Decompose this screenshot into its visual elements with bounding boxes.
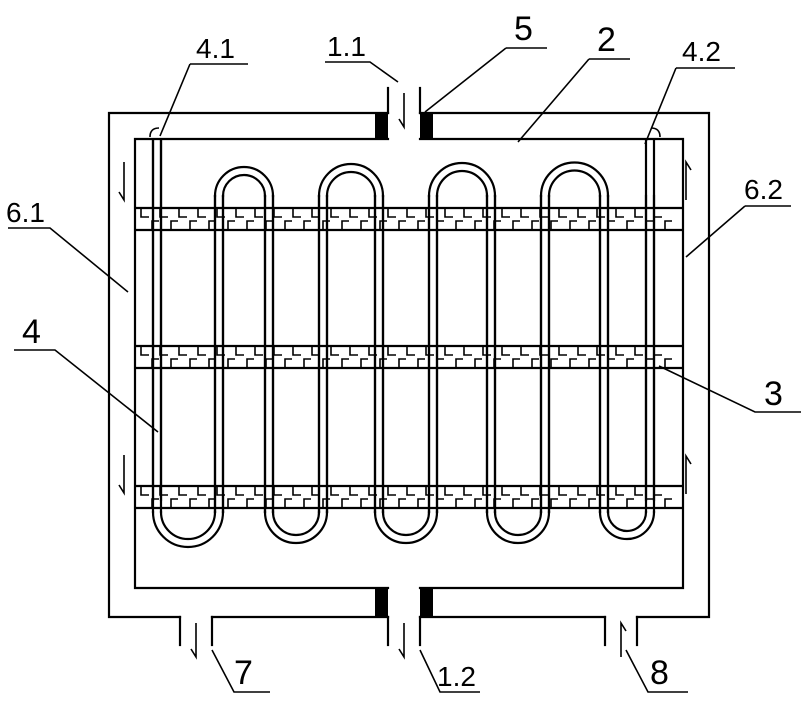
fin-plates xyxy=(135,206,683,510)
label-4: 4 xyxy=(22,313,41,351)
leader-lines xyxy=(8,47,801,693)
right-header-tube xyxy=(644,139,656,502)
label-6-2: 6.2 xyxy=(744,174,783,205)
flow-arrow-curved xyxy=(650,127,661,138)
left-header-tube xyxy=(151,139,163,502)
label-2: 2 xyxy=(597,21,616,59)
flow-arrow-down xyxy=(118,455,125,496)
inlet-8 xyxy=(603,615,639,647)
flow-arrow-down xyxy=(398,623,405,660)
outlet-7 xyxy=(178,615,214,647)
flow-arrow-down xyxy=(398,93,405,130)
label-3: 3 xyxy=(764,375,783,413)
flow-arrow-up xyxy=(685,453,692,494)
flow-arrow-curved xyxy=(149,127,160,138)
serpentine-coil xyxy=(151,139,656,549)
label-8: 8 xyxy=(650,654,669,692)
flow-arrow-up xyxy=(620,620,627,657)
bottom-nozzle xyxy=(375,588,433,647)
inner-chamber xyxy=(133,137,685,590)
flow-arrow-down xyxy=(118,162,125,203)
label-1-1: 1.1 xyxy=(327,31,366,62)
fin-plate xyxy=(135,206,683,232)
flow-arrow-up xyxy=(685,159,692,200)
flow-arrow-down xyxy=(190,623,197,660)
label-4-2: 4.2 xyxy=(682,36,721,67)
top-nozzle xyxy=(375,86,433,139)
label-6-1: 6.1 xyxy=(6,197,45,228)
label-7: 7 xyxy=(234,654,253,692)
fin-plate xyxy=(135,484,683,510)
fin-plate xyxy=(135,344,683,370)
flow-arrows xyxy=(118,93,692,660)
outer-housing xyxy=(107,111,711,619)
label-4-1: 4.1 xyxy=(196,33,235,64)
label-1-2: 1.2 xyxy=(437,661,476,692)
label-5: 5 xyxy=(514,10,533,48)
